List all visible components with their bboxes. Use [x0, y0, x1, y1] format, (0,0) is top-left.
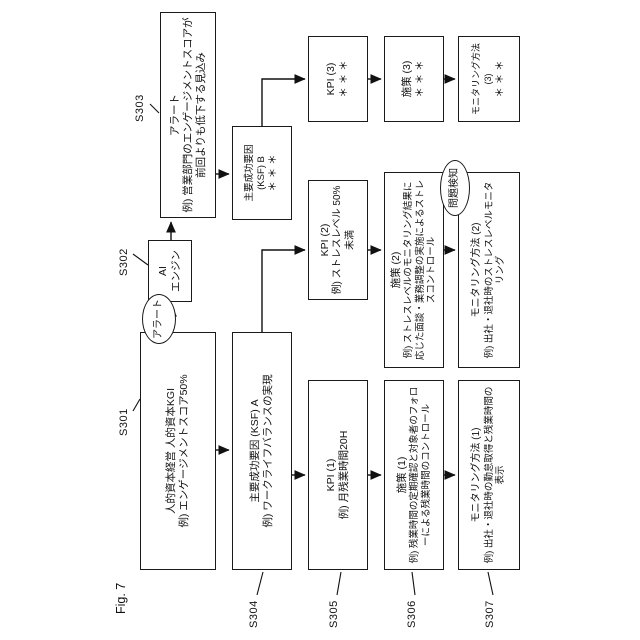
ai-engine-line1: AI [156, 266, 169, 276]
measure-3-box: 施策 (3) ＊ ＊ ＊ [384, 36, 444, 122]
kpi-2-title: KPI (2) [319, 223, 332, 257]
measure-1-box: 施策 (1) 例) 残業時間の定期確認と対象者のフォローによる残業時間のコントロ… [384, 380, 444, 570]
step-label-s301: S301 [118, 408, 130, 436]
monitoring-3-title: モニタリング方法 (3) [471, 43, 493, 116]
alert-title: アラート [168, 94, 181, 136]
lead-line-s303 [149, 103, 160, 114]
lead-line-s302 [132, 253, 149, 266]
measure-2-example: 例) ストレスレベルのモニタリング結果に応じた面談・業務調整の実施によるストレス… [403, 179, 438, 361]
step-label-s302: S302 [118, 248, 130, 276]
step-label-s306: S306 [406, 600, 418, 628]
lead-line-s301 [132, 398, 141, 412]
measure-3-example: ＊ ＊ ＊ [414, 60, 427, 98]
kpi-3-example: ＊ ＊ ＊ [338, 60, 351, 98]
arrow-ksf-a-to-kpi-2 [261, 245, 306, 332]
monitoring-1-title: モニタリング方法 (1) [471, 427, 483, 523]
ksf-a-box: 主要成功要因 (KSF) A 例) ワークライフバランスの実現 [232, 332, 292, 570]
lead-line-s306 [411, 571, 416, 596]
alert-signal-oval: アラート [142, 294, 176, 344]
arrow-ksf-b-to-kpi-3 [261, 74, 306, 126]
measure-3-title: 施策 (3) [401, 60, 414, 98]
ksf-a-example: 例) ワークライフバランスの実現 [262, 374, 275, 528]
ai-engine-line2: エンジン [170, 250, 182, 292]
step-label-s305: S305 [328, 600, 340, 628]
problem-detected-badge: 問題検知 [440, 160, 470, 216]
monitoring-3-box: モニタリング方法 (3) ＊ ＊ ＊ [458, 36, 520, 122]
lead-line-s305 [336, 571, 342, 596]
ksf-b-title: 主要成功要因 (KSF) B [243, 144, 267, 202]
measure-1-example: 例) 残業時間の定期確認と対象者のフォローによる残業時間のコントロール [408, 386, 432, 564]
measure-2-title: 施策 (2) [390, 251, 403, 289]
monitoring-2-example: 例) 出社・退社時のストレスレベルモニタリング [483, 181, 507, 359]
kpi-3-title: KPI (3) [325, 62, 338, 96]
ksf-b-box: 主要成功要因 (KSF) B ＊ ＊ ＊ [232, 126, 292, 220]
kpi-2-example: 例) ストレスレベル 50%未満 [332, 185, 356, 295]
ksf-b-example: ＊ ＊ ＊ [267, 154, 280, 192]
measure-1-title: 施策 (1) [395, 456, 408, 494]
alert-box: アラート 例) 営業部門のエンゲージメントスコアが前回よりも低下する見込み [160, 12, 216, 218]
monitoring-2-title: モニタリング方法 (2) [471, 222, 483, 318]
measure-2-box: 施策 (2) 例) ストレスレベルのモニタリング結果に応じた面談・業務調整の実施… [384, 172, 444, 368]
figure-caption: Fig. 7 [114, 582, 128, 614]
monitoring-1-box: モニタリング方法 (1) 例) 出社・退社時の勤怠取得と残業時間の表示 [458, 380, 520, 570]
monitoring-3-example: ＊ ＊ ＊ [493, 60, 506, 98]
kpi-1-box: KPI (1) 例) 月残業時間20H [308, 380, 368, 570]
kpi-1-title: KPI (1) [325, 458, 338, 492]
kpi-3-box: KPI (3) ＊ ＊ ＊ [308, 36, 368, 122]
kpi-2-box: KPI (2) 例) ストレスレベル 50%未満 [308, 180, 368, 300]
step-label-s303: S303 [134, 94, 146, 122]
lead-line-s307 [487, 571, 494, 596]
kpi-1-example: 例) 月残業時間20H [338, 430, 351, 520]
ksf-a-title: 主要成功要因 (KSF) A [249, 399, 262, 503]
monitoring-1-example: 例) 出社・退社時の勤怠取得と残業時間の表示 [483, 386, 507, 564]
ai-engine-box: AI エンジン [148, 240, 192, 302]
kgi-example: 例) エンゲージメントスコア50% [178, 374, 191, 528]
lead-line-s304 [256, 571, 264, 596]
step-label-s307: S307 [484, 600, 496, 628]
step-label-s304: S304 [248, 600, 260, 628]
kgi-title: 人的資本経営 人的資本KGI [165, 388, 178, 515]
kgi-box: 人的資本経営 人的資本KGI 例) エンゲージメントスコア50% [140, 332, 216, 570]
alert-example: 例) 営業部門のエンゲージメントスコアが前回よりも低下する見込み [181, 17, 207, 213]
